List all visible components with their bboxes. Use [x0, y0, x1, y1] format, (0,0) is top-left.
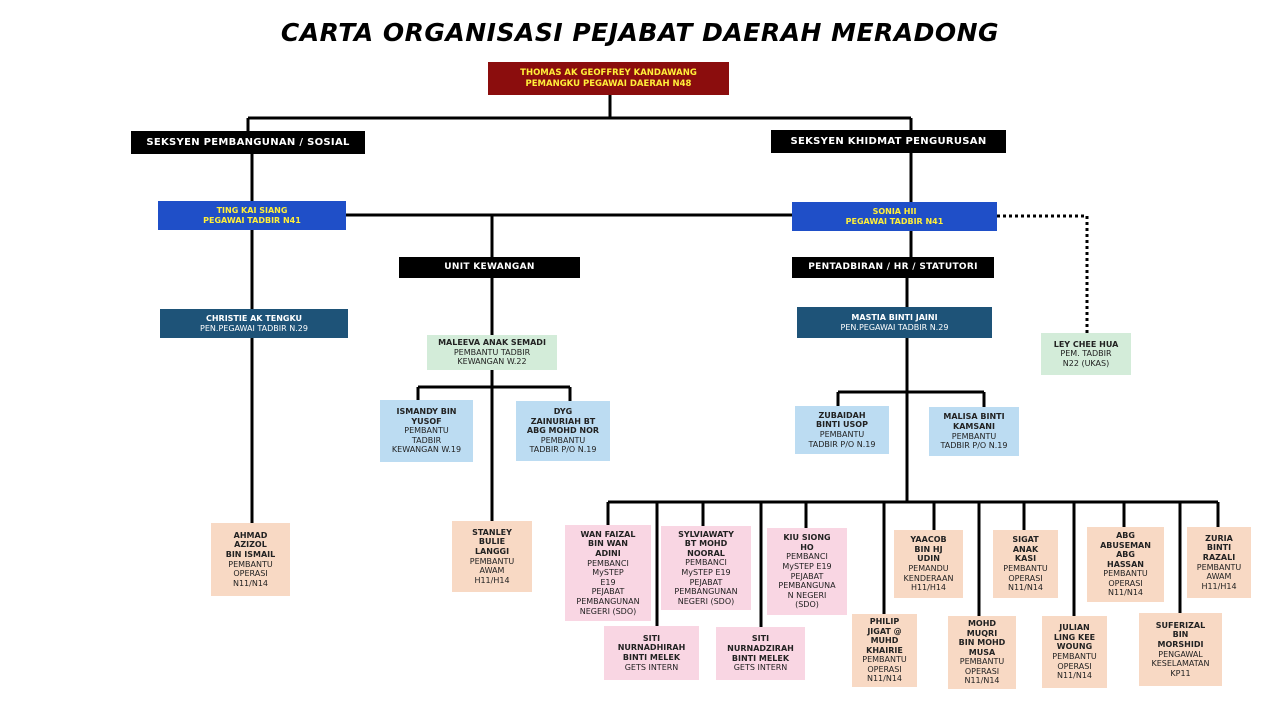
officer-wan-position: PEMBANCI MySTEP E19 PEJABAT PEMBANGUNAN …	[576, 558, 640, 616]
officer-julian-position: PEMBANTU OPERASI N11/N14	[1052, 652, 1097, 681]
officer-suferizal-position: PENGAWAL KESELAMATAN KP11	[1151, 649, 1210, 678]
officer-ting-name: TING KAI SIANG	[216, 205, 288, 215]
officer-dyg-box: DYG ZAINURIAH BT ABG MOHD NOR PEMBANTU T…	[516, 401, 610, 461]
officer-ley-position: PEM. TADBIR N22 (UKAS)	[1060, 349, 1112, 368]
officer-dyg-position: PEMBANTU TADBIR P/O N.19	[529, 435, 597, 455]
unit-pentadbiran-label: PENTADBIRAN / HR / STATUTORI	[808, 262, 978, 273]
officer-ahmad-box: AHMAD AZIZOL BIN ISMAIL PEMBANTU OPERASI…	[211, 523, 290, 596]
officer-sonia-name: SONIA HII	[872, 206, 917, 216]
officer-julian-name: JULIAN LING KEE WOUNG	[1053, 623, 1096, 652]
officer-sigat-name: SIGAT ANAK KASI	[1012, 535, 1039, 564]
officer-kiu-name: KIU SIONG HO	[783, 533, 831, 552]
officer-ley-box: LEY CHEE HUA PEM. TADBIR N22 (UKAS)	[1041, 333, 1131, 375]
officer-zuria-box: ZURIA BINTI RAZALI PEMBANTU AWAM H11/H14	[1187, 527, 1251, 598]
officer-sylviawaty-position: PEMBANCI MySTEP E19 PEJABAT PEMBANGUNAN …	[674, 558, 738, 606]
officer-philip-box: PHILIP JIGAT @ MUHD KHAIRIE PEMBANTU OPE…	[852, 614, 917, 687]
officer-christie-position: PEN.PEGAWAI TADBIR N.29	[200, 323, 308, 333]
chart-title: CARTA ORGANISASI PEJABAT DAERAH MERADONG	[280, 18, 1000, 47]
officer-ahmad-name: AHMAD AZIZOL BIN ISMAIL	[225, 530, 276, 559]
officer-yaacob-position: PEMANDU KENDERAAN H11/H14	[903, 564, 954, 593]
officer-ismandy-name: ISMANDY BIN YUSOF	[396, 407, 457, 426]
officer-mohd-position: PEMBANTU OPERASI N11/N14	[959, 657, 1005, 686]
officer-mastia-box: MASTIA BINTI JAINI PEN.PEGAWAI TADBIR N.…	[797, 307, 992, 338]
section-pembangunan-label: SEKSYEN PEMBANGUNAN / SOSIAL	[146, 136, 350, 148]
officer-christie-name: CHRISTIE AK TENGKU	[205, 313, 303, 323]
officer-philip-position: PEMBANTU OPERASI N11/N14	[862, 655, 907, 684]
officer-philip-name: PHILIP JIGAT @ MUHD KHAIRIE	[866, 616, 903, 655]
officer-abg-box: ABG ABUSEMAN ABG HASSAN PEMBANTU OPERASI…	[1087, 527, 1164, 602]
officer-ahmad-position: PEMBANTU OPERASI N11/N14	[228, 559, 273, 588]
officer-zubaidah-position: PEMBANTU TADBIR P/O N.19	[808, 430, 876, 449]
officer-stanley-position: PEMBANTU AWAM H11/H14	[469, 556, 515, 585]
unit-pentadbiran: PENTADBIRAN / HR / STATUTORI	[792, 257, 994, 278]
officer-abg-position: PEMBANTU OPERASI N11/N14	[1103, 569, 1148, 598]
section-khidmat-label: SEKSYEN KHIDMAT PENGURUSAN	[790, 135, 987, 147]
head-officer-position: PEMANGKU PEGAWAI DAERAH N48	[525, 78, 692, 89]
officer-zubaidah-name: ZUBAIDAH BINTI USOP	[816, 410, 868, 430]
officer-christie-box: CHRISTIE AK TENGKU PEN.PEGAWAI TADBIR N.…	[160, 309, 348, 338]
officer-zuria-name: ZURIA BINTI RAZALI	[1202, 533, 1236, 562]
officer-siti1-position: GETS INTERN	[624, 662, 679, 672]
section-pembangunan: SEKSYEN PEMBANGUNAN / SOSIAL	[131, 131, 365, 154]
section-khidmat: SEKSYEN KHIDMAT PENGURUSAN	[771, 130, 1006, 153]
officer-malisa-position: PEMBANTU TADBIR P/O N.19	[940, 431, 1008, 451]
officer-malisa-box: MALISA BINTI KAMSANI PEMBANTU TADBIR P/O…	[929, 407, 1019, 456]
officer-kiu-position: PEMBANCI MySTEP E19 PEJABAT PEMBANGUNA N…	[778, 552, 836, 610]
head-officer-box: THOMAS AK GEOFFREY KANDAWANG PEMANGKU PE…	[488, 62, 729, 95]
officer-yaacob-name: YAACOB BIN HJ UDIN	[910, 535, 947, 564]
officer-sonia-box: SONIA HII PEGAWAI TADBIR N41	[792, 202, 997, 231]
officer-sylviawaty-name: SYLVIAWATY BT MOHD NOORAL	[678, 529, 734, 558]
officer-dyg-name: DYG ZAINURIAH BT ABG MOHD NOR	[526, 407, 600, 436]
officer-julian-box: JULIAN LING KEE WOUNG PEMBANTU OPERASI N…	[1042, 616, 1107, 688]
officer-maleeva-box: MALEEVA ANAK SEMADI PEMBANTU TADBIR KEWA…	[427, 335, 557, 370]
officer-suferizal-box: SUFERIZAL BIN MORSHIDI PENGAWAL KESELAMA…	[1139, 613, 1222, 686]
officer-ley-name: LEY CHEE HUA	[1053, 339, 1119, 349]
officer-malisa-name: MALISA BINTI KAMSANI	[943, 412, 1005, 431]
officer-abg-name: ABG ABUSEMAN ABG HASSAN	[1100, 530, 1151, 569]
officer-siti2-box: SITI NURNADZIRAH BINTI MELEK GETS INTERN	[716, 627, 805, 680]
officer-zuria-position: PEMBANTU AWAM H11/H14	[1196, 562, 1242, 591]
officer-mastia-position: PEN.PEGAWAI TADBIR N.29	[840, 322, 949, 332]
officer-sonia-position: PEGAWAI TADBIR N41	[845, 216, 944, 226]
unit-kewangan: UNIT KEWANGAN	[399, 257, 580, 278]
head-officer-name: THOMAS AK GEOFFREY KANDAWANG	[520, 68, 697, 79]
officer-ismandy-position: PEMBANTU TADBIR KEWANGAN W.19	[391, 426, 462, 455]
officer-siti1-box: SITI NURNADHIRAH BINTI MELEK GETS INTERN	[604, 626, 699, 680]
unit-kewangan-label: UNIT KEWANGAN	[444, 262, 535, 273]
officer-kiu-box: KIU SIONG HO PEMBANCI MySTEP E19 PEJABAT…	[767, 528, 847, 615]
officer-siti2-name: SITI NURNADZIRAH BINTI MELEK	[727, 634, 794, 663]
officer-maleeva-position: PEMBANTU TADBIR KEWANGAN W.22	[453, 347, 531, 367]
officer-sigat-box: SIGAT ANAK KASI PEMBANTU OPERASI N11/N14	[993, 530, 1058, 598]
officer-stanley-name: STANLEY BULIE LANGGI	[472, 527, 512, 556]
officer-ismandy-box: ISMANDY BIN YUSOF PEMBANTU TADBIR KEWANG…	[380, 400, 473, 462]
officer-mohd-box: MOHD MUQRI BIN MOHD MUSA PEMBANTU OPERAS…	[948, 616, 1016, 689]
officer-wan-box: WAN FAIZAL BIN WAN ADINI PEMBANCI MySTEP…	[565, 525, 651, 621]
officer-maleeva-name: MALEEVA ANAK SEMADI	[438, 338, 546, 348]
officer-suferizal-name: SUFERIZAL BIN MORSHIDI	[1155, 620, 1206, 649]
officer-sigat-position: PEMBANTU OPERASI N11/N14	[1003, 564, 1048, 593]
officer-zubaidah-box: ZUBAIDAH BINTI USOP PEMBANTU TADBIR P/O …	[795, 406, 889, 454]
officer-wan-name: WAN FAIZAL BIN WAN ADINI	[580, 529, 636, 559]
officer-sylviawaty-box: SYLVIAWATY BT MOHD NOORAL PEMBANCI MySTE…	[661, 526, 751, 610]
officer-ting-box: TING KAI SIANG PEGAWAI TADBIR N41	[158, 201, 346, 230]
officer-mastia-name: MASTIA BINTI JAINI	[851, 312, 938, 322]
officer-siti2-position: GETS INTERN	[733, 663, 788, 673]
officer-ting-position: PEGAWAI TADBIR N41	[203, 215, 301, 225]
officer-siti1-name: SITI NURNADHIRAH BINTI MELEK	[617, 633, 686, 662]
officer-mohd-name: MOHD MUQRI BIN MOHD MUSA	[958, 618, 1006, 657]
officer-yaacob-box: YAACOB BIN HJ UDIN PEMANDU KENDERAAN H11…	[894, 530, 963, 598]
officer-stanley-box: STANLEY BULIE LANGGI PEMBANTU AWAM H11/H…	[452, 521, 532, 592]
